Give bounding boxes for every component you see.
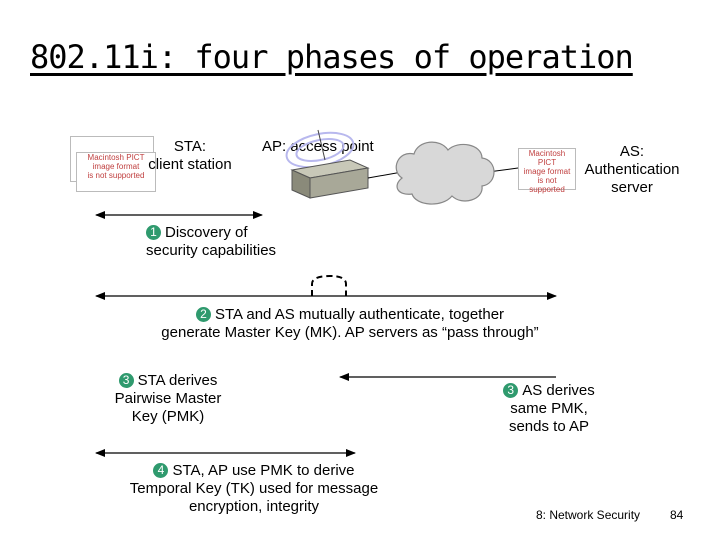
pict-placeholder-as: Macintosh PICT image format is not suppo… [518, 148, 576, 194]
footer-section: 8: Network Security [536, 508, 641, 522]
page-title: 802.11i: four phases of operation [30, 38, 634, 76]
phase-1-badge: 1 [146, 225, 161, 240]
phase-3-as-badge: 3 [503, 383, 519, 398]
page-number: 84 [670, 508, 684, 522]
phase-4-badge: 4 [153, 463, 169, 478]
access-point-icon [290, 129, 370, 199]
as-label: AS: Authentication server [584, 143, 680, 196]
sta-label: STA: client station [148, 138, 232, 173]
phase-3-sta-badge: 3 [118, 373, 134, 388]
phase-2-badge: 2 [195, 307, 211, 322]
pass-through-path [311, 274, 347, 296]
cloud-icon [395, 141, 495, 205]
ap-label: AP: access point [262, 138, 374, 155]
ap-network-link [367, 171, 403, 179]
pict-placeholder-sta: Macintosh PICT image format is not suppo… [76, 152, 156, 192]
